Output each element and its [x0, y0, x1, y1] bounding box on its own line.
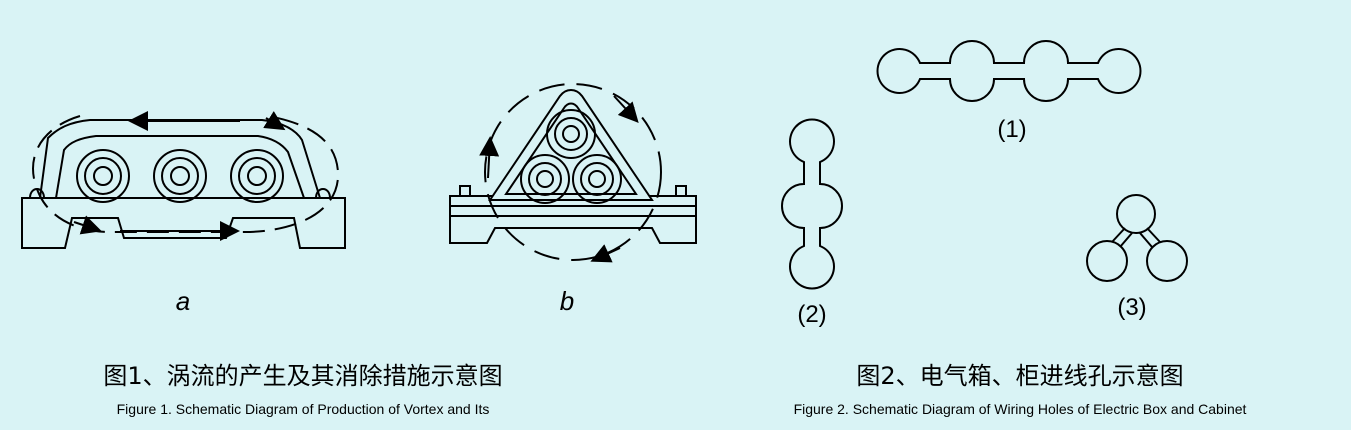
- figure1b-arrow-top-right: [613, 95, 639, 123]
- figure2-caption-en: Figure 2. Schematic Diagram of Wiring Ho…: [793, 401, 1247, 417]
- figure1a-diagram: [21, 111, 346, 249]
- figure2-hole-2: [781, 118, 843, 290]
- figure1b-cable-right: [572, 154, 622, 204]
- figure2-hole-1: [876, 40, 1142, 102]
- figure1a-label: a: [176, 286, 190, 316]
- figure1b-vortex-circle: [484, 83, 662, 261]
- figure2-label-3: (3): [1117, 294, 1146, 321]
- figure1a-cable-right: [230, 149, 284, 203]
- figure1b-diagram: [449, 83, 697, 263]
- figure2-hole-1-outline: [876, 40, 1142, 102]
- figure1b-cable-top: [546, 109, 596, 159]
- figure2-caption-zh: 图2、电气箱、柜进线孔示意图: [856, 362, 1184, 390]
- figure2-hole-3-left-connector: [1111, 227, 1133, 248]
- figure1-caption-en: Figure 1. Schematic Diagram of Productio…: [116, 401, 490, 417]
- figure1b-base-plate: [449, 195, 697, 244]
- figure1a-vortex-loop: [32, 115, 340, 233]
- figure1b-bolt-left: [459, 185, 471, 196]
- figure2-label-1: (1): [997, 116, 1026, 143]
- figure1b-label: b: [560, 286, 574, 316]
- figure2-label-2: (2): [797, 301, 826, 328]
- figure2-hole-3: [1086, 194, 1188, 282]
- figure1b-bolt-right: [675, 185, 687, 196]
- figure2-hole-2-outline: [781, 118, 843, 290]
- figure1b-cable-left: [520, 154, 570, 204]
- figure1b-triangle-inner: [504, 102, 638, 195]
- figure2-hole-3-right-connector: [1139, 227, 1161, 248]
- figure2-hole-3-left: [1086, 240, 1128, 282]
- figure1a-bolt-right: [315, 188, 331, 199]
- figure1-caption-zh: 图1、涡流的产生及其消除措施示意图: [103, 362, 503, 390]
- figure2-hole-3-top: [1116, 194, 1156, 234]
- figure2-hole-3-right: [1146, 240, 1188, 282]
- figure1b-arrow-bottom: [590, 244, 621, 263]
- figure1a-arrow-top-right: [263, 111, 286, 131]
- figure1a-cover-inner: [55, 135, 305, 199]
- figure1a-arrow-bottom-left: [73, 215, 102, 235]
- figure1b-arrow-left: [479, 136, 500, 179]
- figure1a-cable-left: [76, 149, 130, 203]
- figure1a-cable-middle: [153, 149, 207, 203]
